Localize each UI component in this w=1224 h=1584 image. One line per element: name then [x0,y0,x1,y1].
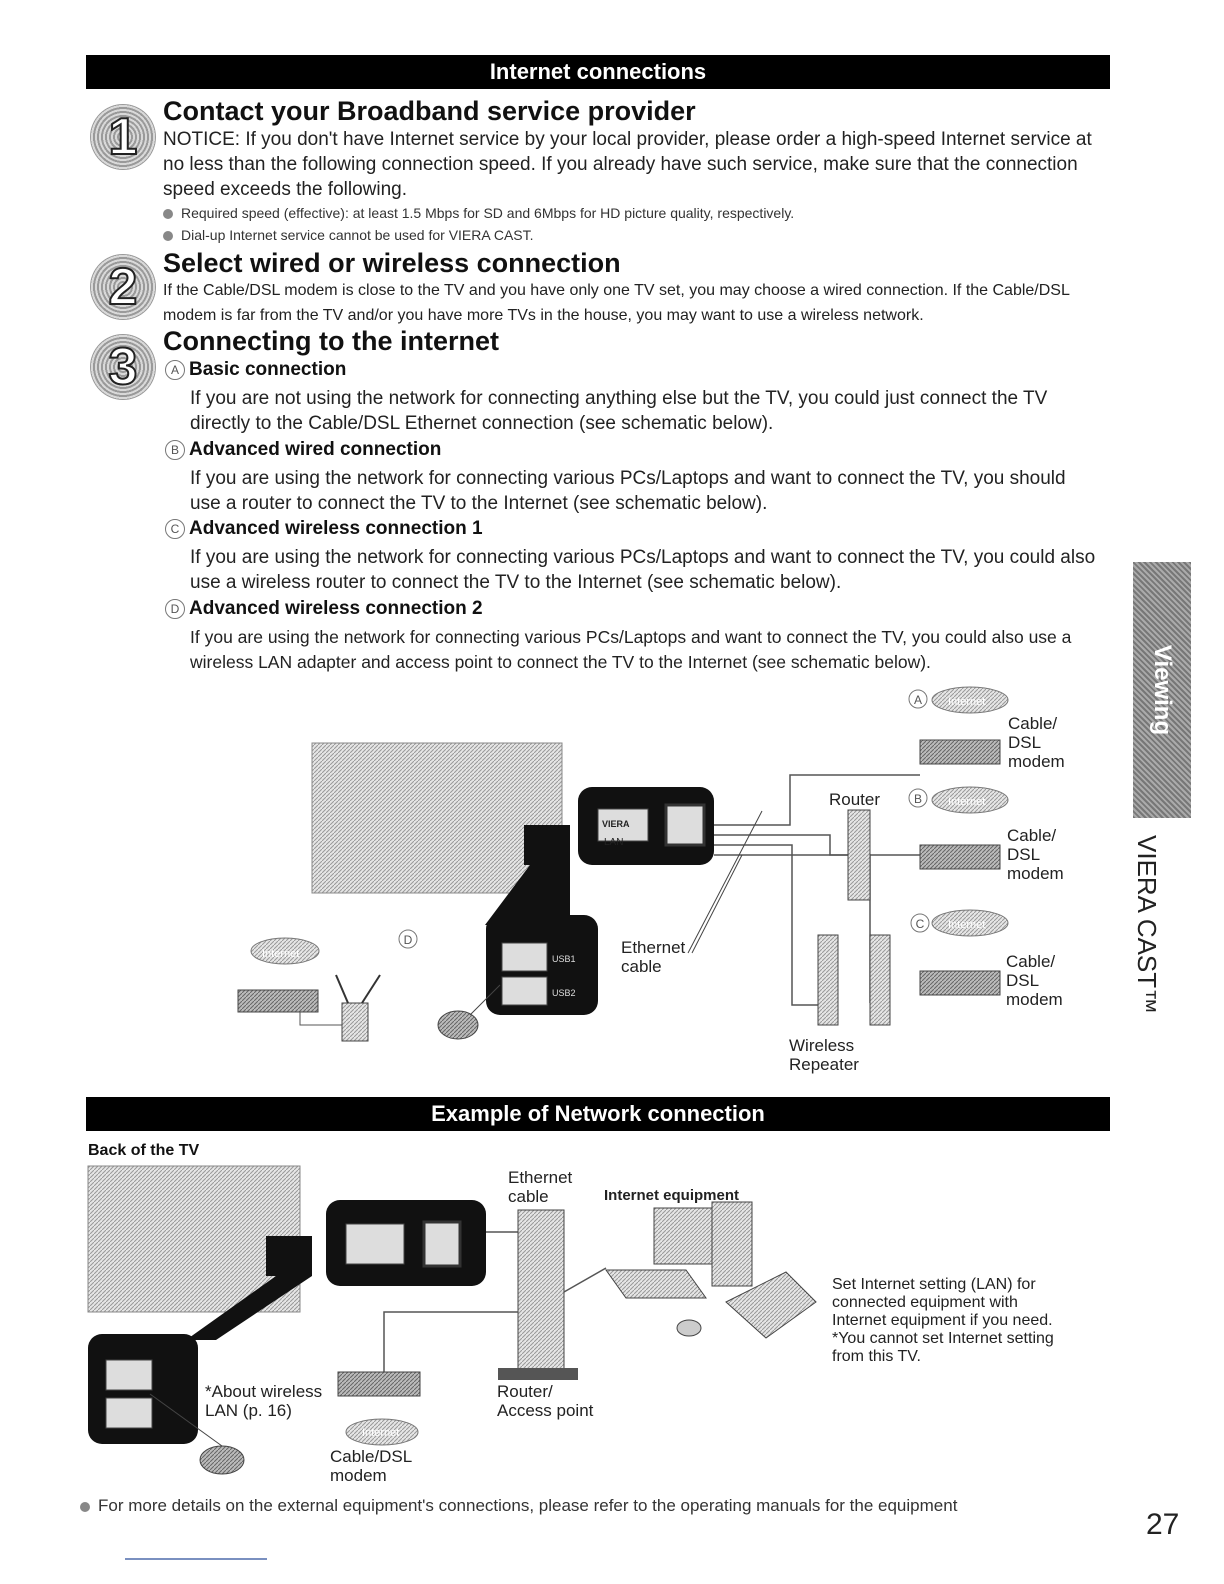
modem-label-b: Cable/ DSL modem [1007,826,1064,883]
internet-cloud-b-icon [931,786,1009,814]
internet-label-c: Internet [948,919,986,931]
modem-c-icon [919,970,1001,996]
ethernet-cable-label-2: Ethernet cable [508,1168,573,1206]
connection-schematic-diagram: A B C D [237,686,1009,1042]
section-header-example-network: Example of Network connection [86,1097,1110,1131]
keyboard-icon [605,1269,707,1299]
step-1-note-1: Required speed (effective): at least 1.5… [163,202,794,224]
page-number: 27 [1146,1508,1180,1541]
internet-equipment-label: Internet equipment [604,1187,740,1204]
section-header-internet-connections: Internet connections [86,55,1110,89]
svg-text:D: D [404,933,413,947]
router-access-point-label: Router/ Access point [497,1382,594,1420]
bullet-icon [163,209,173,220]
pc-tower-icon [711,1201,753,1287]
usb1-label: USB1 [552,954,576,964]
router-icon [847,809,871,901]
step-3-title: Connecting to the internet [163,326,499,356]
svg-text:C: C [916,917,925,931]
bullet-icon [80,1501,90,1512]
viera-logo-label: VIERA [602,819,630,829]
bullet-icon [163,231,173,242]
modem-label-a: Cable/ DSL modem [1008,714,1065,771]
modem-b-icon [919,844,1001,870]
internet-label-d: Internet [262,948,300,960]
footer-note: For more details on the external equipme… [80,1495,957,1517]
connection-a-body: If you are not using the network for con… [190,388,1048,434]
wireless-router-icon [869,934,891,1026]
tv-back-illustration [311,742,563,894]
cable-dsl-modem-label: Cable/DSL modem [330,1447,413,1485]
step-2-badge: 2 [90,254,156,320]
about-wireless-lan-label: *About wireless LAN (p. 16) [205,1382,323,1420]
internet-label-b: Internet [948,796,986,808]
internet-cloud-d-icon [250,937,320,965]
router-access-point-icon [517,1209,565,1373]
step-3-badge: 3 [90,334,156,400]
pc-monitor-icon [653,1207,719,1265]
usb-callout-connector [485,865,570,925]
cable-dsl-modem-icon [337,1371,421,1397]
modem-label-c: Cable/ DSL modem [1006,952,1063,1009]
connection-d-body: If you are using the network for connect… [190,627,1072,672]
internet-cloud-icon [345,1418,419,1446]
step-1-body: NOTICE: If you don't have Internet servi… [163,129,1092,200]
wireless-lan-adapter-icon [437,1010,479,1040]
usb2-label: USB2 [552,988,576,998]
step-2-body: If the Cable/DSL modem is close to the T… [163,282,1070,324]
access-point-icon [341,1002,369,1042]
ethernet-cable-label: Ethernet cable [621,938,686,976]
lan-port-small [524,825,570,865]
internet-label-2: Internet [362,1427,400,1439]
router-label: Router [829,790,881,809]
connection-c-body: If you are using the network for connect… [190,547,1096,593]
lan-port-label: LAN [604,837,624,848]
back-of-tv-label: Back of the TV [88,1142,200,1159]
connection-b-body: If you are using the network for connect… [190,468,1066,514]
step-1-title: Contact your Broadband service provider [163,96,696,126]
wireless-repeater-label: Wireless Repeater [789,1036,859,1074]
viera-cast-side-label: VIERA CAST™ [1132,835,1162,1015]
step-1-note-2: Dial-up Internet service cannot be used … [163,224,534,246]
svg-text:A: A [914,693,922,707]
wireless-repeater-icon [817,934,839,1026]
internet-cloud-c-icon [931,909,1009,937]
network-example-diagram [87,1165,817,1475]
viewing-side-tab[interactable]: Viewing [1133,562,1191,818]
modem-a-icon [919,739,1001,765]
modem-d-icon [237,989,319,1013]
footer-divider [125,1558,267,1560]
svg-text:B: B [914,792,922,806]
internet-label-a: Internet [948,696,986,708]
internet-setting-note: Set Internet setting (LAN) for connected… [832,1276,1054,1365]
internet-cloud-a-icon [931,686,1009,714]
laptop-icon [725,1271,817,1339]
step-1-badge: 1 [90,104,156,170]
step-2-title: Select wired or wireless connection [163,248,621,278]
wireless-adapter-icon [199,1445,245,1475]
